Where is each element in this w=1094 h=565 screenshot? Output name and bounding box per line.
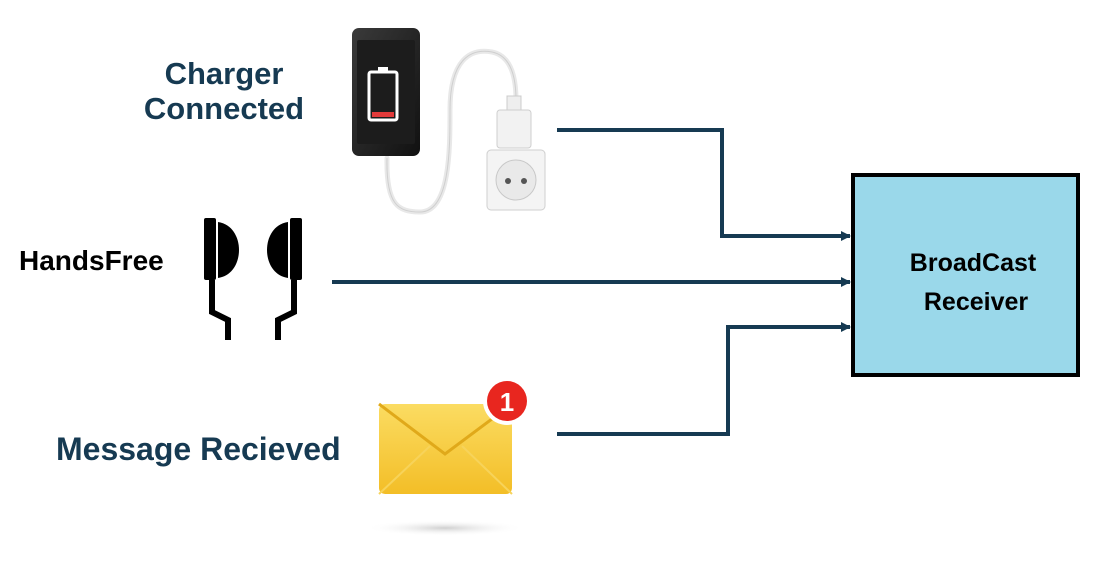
badge-count: 1 xyxy=(500,387,514,417)
charger-label-line2: Connected xyxy=(144,91,304,126)
notification-badge: 1 xyxy=(483,377,531,425)
phone-charging-icon xyxy=(352,28,546,215)
handsfree-label: HandsFree xyxy=(19,245,164,276)
broadcast-receiver-box: BroadCast Receiver xyxy=(851,173,1080,377)
message-label: Message Recieved xyxy=(56,431,341,467)
charger-connector xyxy=(557,128,851,241)
earphones-icon xyxy=(204,218,302,340)
charger-label-line1: Charger xyxy=(165,56,284,91)
receiver-label-line2: Receiver xyxy=(924,288,1029,316)
charger-label: Charger Connected xyxy=(144,56,304,126)
receiver-label-line1: BroadCast xyxy=(910,249,1037,277)
message-connector xyxy=(557,322,851,436)
envelope-icon xyxy=(365,402,525,536)
